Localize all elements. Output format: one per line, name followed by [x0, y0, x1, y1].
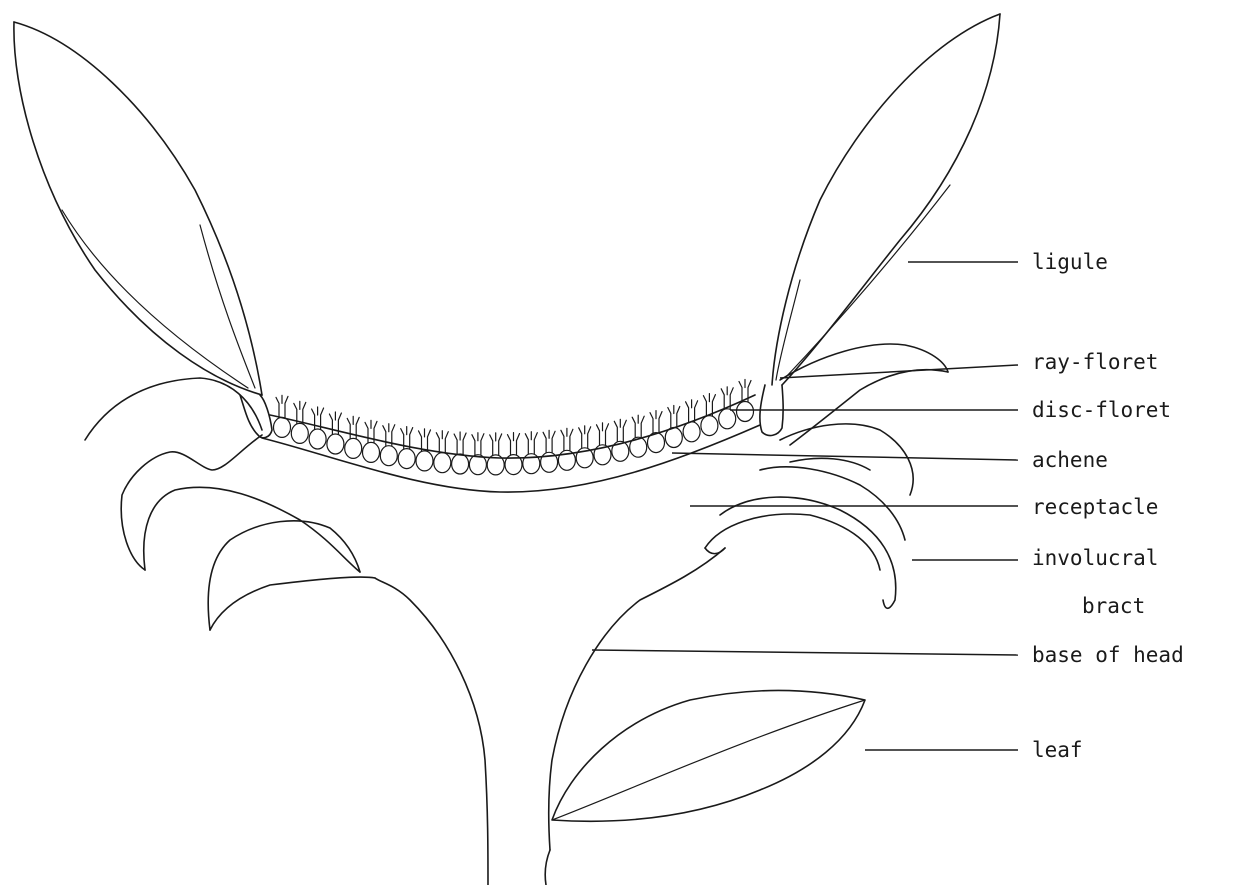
label-disc-floret: disc-floret [1032, 400, 1171, 421]
leader-lines [592, 262, 1018, 750]
achene [719, 409, 736, 429]
label-involucral-bract-line1: involucral [1032, 548, 1158, 569]
leader-ray-floret [780, 365, 1018, 378]
disc-floret [561, 428, 573, 450]
achene [398, 449, 415, 469]
achene [665, 428, 682, 448]
disc-floret [508, 433, 520, 455]
achene [683, 422, 700, 442]
disc-floret [543, 430, 555, 452]
label-achene: achene [1032, 450, 1108, 471]
right-involucral-bracts [705, 344, 948, 608]
disc-floret [419, 429, 431, 451]
disc-floret [650, 411, 662, 433]
disc-floret [668, 406, 680, 428]
label-ligule: ligule [1032, 252, 1108, 273]
disc-floret [614, 419, 626, 441]
achene [416, 451, 433, 471]
achene [648, 433, 665, 453]
achene [701, 416, 718, 436]
disc-floret [276, 395, 288, 417]
left-involucral-bracts [85, 378, 375, 630]
disc-floret [686, 400, 698, 422]
disc-floret [632, 415, 644, 437]
achene [469, 455, 486, 475]
disc-floret [472, 433, 484, 455]
label-ray-floret: ray-floret [1032, 352, 1158, 373]
disc-floret [525, 432, 537, 454]
achene [452, 454, 469, 474]
achene [434, 453, 451, 473]
disc-floret [454, 432, 466, 454]
label-receptacle: receptacle [1032, 497, 1158, 518]
label-base-of-head: base of head [1032, 645, 1184, 666]
disc-floret [579, 426, 591, 448]
achene [380, 446, 397, 466]
achene [327, 434, 344, 454]
achene [309, 429, 326, 449]
leader-achene [672, 453, 1018, 460]
leader-base-of-head [592, 650, 1018, 655]
left-ligule [14, 22, 272, 438]
disc-floret [436, 431, 448, 453]
label-leaf: leaf [1032, 740, 1083, 761]
achene [630, 437, 647, 457]
disc-floret [597, 423, 609, 445]
achene [291, 423, 308, 443]
achene [345, 438, 362, 458]
leaf-shape [552, 691, 865, 822]
achene [737, 402, 754, 422]
disc-floret [490, 433, 502, 455]
achene [274, 417, 291, 437]
stem [375, 548, 725, 885]
label-involucral-bract-line2: bract [1082, 596, 1145, 617]
disc-floret-row [276, 380, 751, 455]
achene [363, 442, 380, 462]
